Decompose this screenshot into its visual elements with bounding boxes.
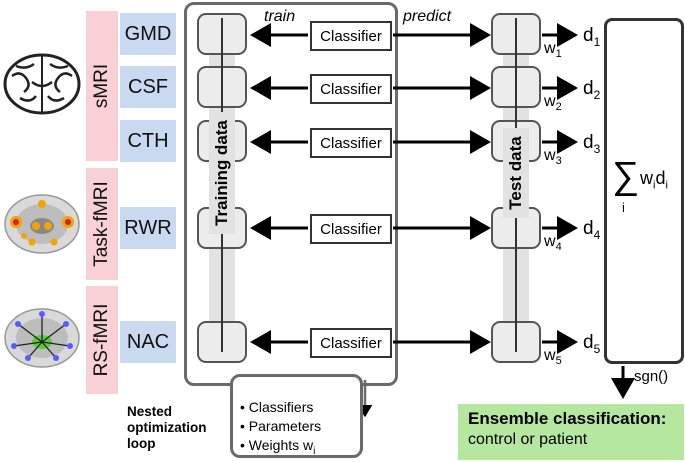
weight-label-3: w3 (544, 147, 562, 168)
decision-label-3: d3 (583, 132, 601, 156)
decision-label-4: d4 (583, 218, 601, 242)
classifier-box: Classifier (310, 128, 392, 158)
nested-loop-box (230, 374, 363, 458)
classifier-box: Classifier (310, 328, 392, 358)
classifier-box: Classifier (310, 214, 392, 244)
weighted-sum-box (604, 18, 684, 364)
feature-csf: CSF (120, 66, 176, 108)
weight-label-4: w4 (544, 233, 562, 254)
smri-brain-image (3, 53, 81, 115)
rs-fmri-brain-image (4, 308, 80, 368)
task-fmri-brain-image (4, 194, 80, 254)
feature-cth: CTH (120, 120, 176, 162)
weight-label-2: w2 (544, 93, 562, 114)
feature-rwr: RWR (120, 207, 176, 249)
modality-group-smri (86, 11, 118, 161)
train-label: train (264, 8, 296, 25)
loop-item-parameters: • Parameters (240, 418, 322, 434)
sum-term: widi (640, 168, 668, 192)
decision-label-2: d2 (583, 78, 601, 102)
loop-item-weights: • Weights wi (240, 437, 316, 457)
loop-item-classifiers: • Classifiers (240, 399, 314, 415)
weight-label-5: w5 (544, 347, 562, 368)
feature-gmd: GMD (120, 13, 176, 55)
sum-index: i (622, 200, 625, 215)
weight-label-1: w1 (544, 40, 562, 61)
modality-group-task-fmri (86, 168, 118, 280)
sigma-symbol: ∑ (612, 155, 640, 197)
modality-group-rs-fmri (86, 286, 118, 394)
nested-loop-label: Nested optimization loop (127, 404, 207, 451)
ensemble-result-box: Ensemble classification: control or pati… (458, 404, 684, 460)
feature-nac: NAC (120, 321, 176, 363)
sum-formula: ∑ i widi (612, 156, 682, 226)
decision-label-5: d5 (583, 332, 601, 356)
sign-function-label: sgn() (634, 368, 669, 385)
classifier-box: Classifier (310, 74, 392, 104)
ensemble-subtitle: control or patient (468, 431, 588, 448)
decision-label-1: d1 (583, 25, 601, 49)
classifier-box: Classifier (310, 21, 392, 51)
predict-label: predict (403, 8, 452, 25)
ensemble-title: Ensemble classification: (468, 409, 667, 428)
